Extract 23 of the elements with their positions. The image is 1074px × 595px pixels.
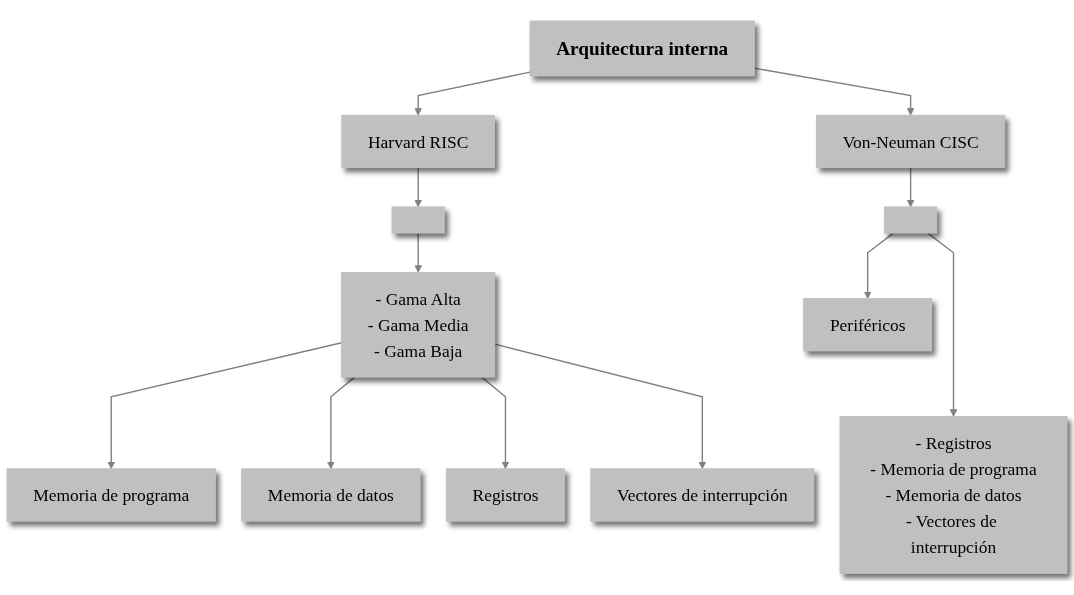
arrow [414,167,422,208]
arrow [494,343,707,470]
arrow [906,167,915,208]
node-box: Memoria de datos [241,468,421,522]
node-box: Harvard RISC [341,115,495,169]
node-box: Memoria de programa [6,468,216,522]
arrow [863,232,895,300]
node-box [884,206,938,234]
arrow [480,376,510,470]
arrow [414,232,422,273]
arrow [753,67,915,116]
arrow [327,376,356,470]
node-box: - Registros - Memoria de programa - Memoria de datos - Vectores de interrupción [839,416,1068,575]
node-box: Periféricos [803,298,933,352]
node-box: Von-Neuman CISC [816,115,1006,169]
node-box: - Gama Alta - Gama Media - Gama Baja [341,272,496,378]
arrow [414,71,531,116]
node-box: Registros [445,468,566,522]
arrow [107,342,343,470]
node-box: Vectores de interrupción [590,468,815,522]
node-box [391,206,445,234]
arrow [927,232,958,417]
node-box: Arquitectura interna [529,20,755,77]
